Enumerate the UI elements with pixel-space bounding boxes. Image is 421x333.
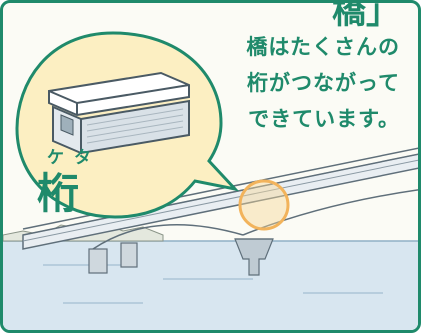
bridge-pier: [234, 238, 274, 276]
river-water: [3, 241, 418, 330]
girder-illustration: [48, 71, 190, 155]
heading-fragment: 橋」: [332, 0, 400, 32]
term-label: 桁: [37, 169, 80, 218]
caption-line: できています。: [248, 107, 400, 131]
term-reading: ケタ: [47, 148, 101, 168]
highlight-circle: [238, 179, 290, 231]
caption-line: 桁がつながって: [247, 71, 400, 95]
bridge-pier: [88, 248, 108, 274]
bridge-scene: [3, 31, 418, 330]
bridge-pier: [120, 242, 138, 268]
caption-line: 橋はたくさんの: [246, 35, 400, 59]
caption-text: 橋はたくさんの 桁がつながって できています。: [200, 29, 400, 137]
